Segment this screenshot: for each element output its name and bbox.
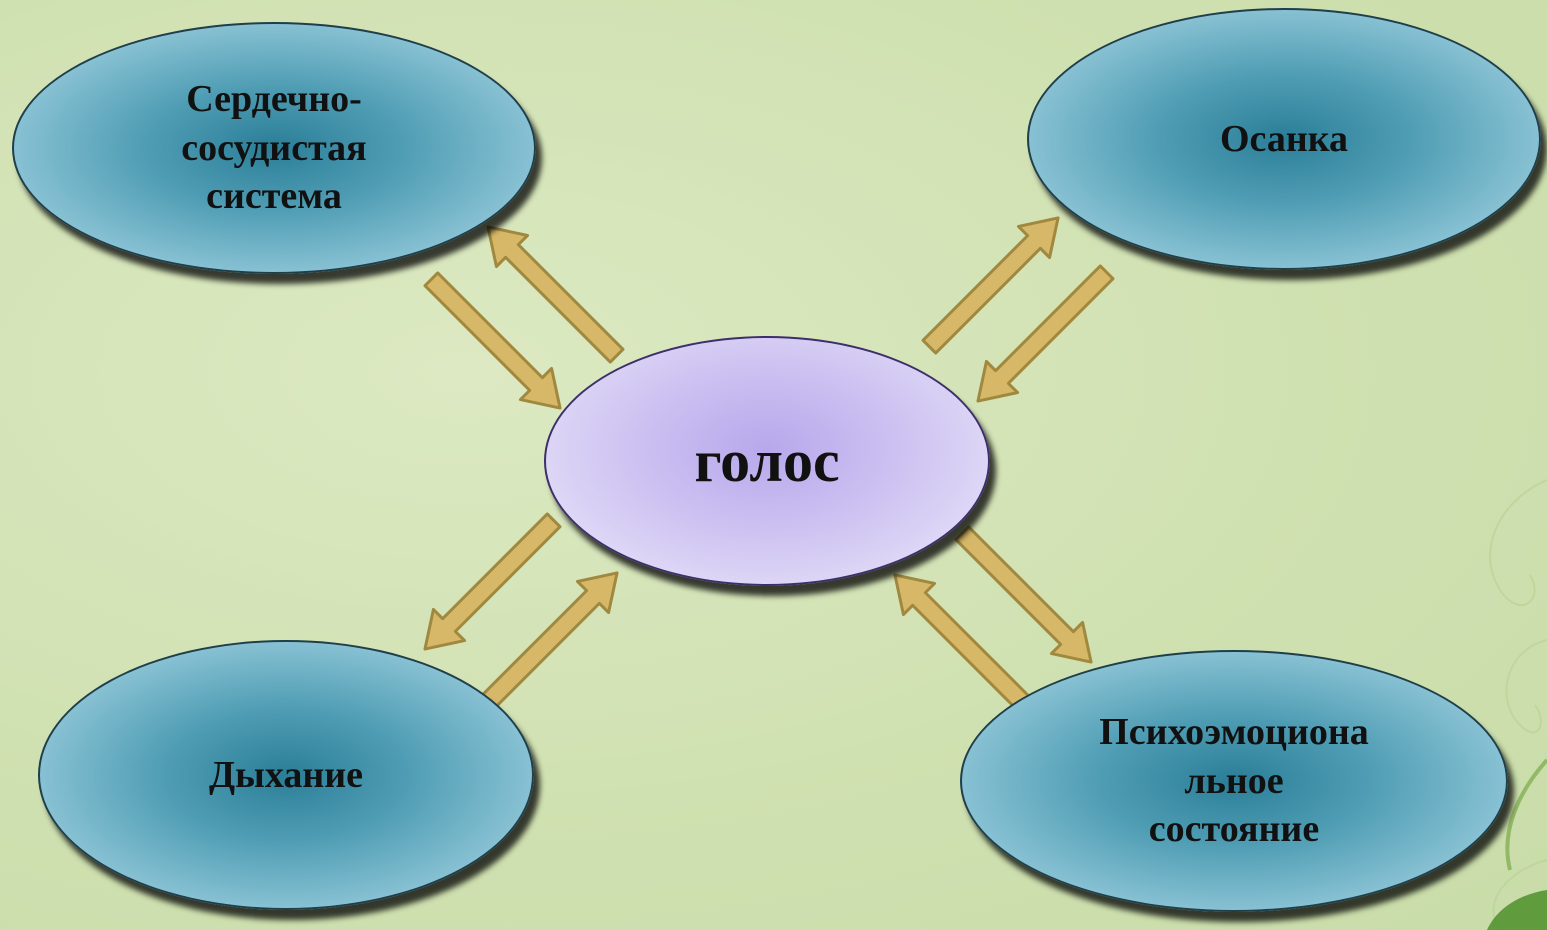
arrow-breathing-to-center [480,571,619,710]
node-posture: Осанка [1027,8,1541,270]
arrow-posture-to-center [976,264,1115,403]
arrow-center-to-posture [921,216,1060,355]
arrow-center-to-psycho [954,525,1093,664]
node-psychoemotional-state: Психоэмоциона льное состояние [960,650,1508,912]
arrow-cardio-to-center [423,271,562,410]
node-breathing: Дыхание [38,640,534,910]
node-breathing-label: Дыхание [209,753,363,796]
node-psychoemotional-state-label: Психоэмоциона льное состояние [1099,711,1369,851]
node-voice-center-label: голос [694,428,840,494]
node-cardiovascular-system: Сердечно- сосудистая система [12,22,536,274]
node-cardiovascular-system-label: Сердечно- сосудистая система [181,78,367,218]
arrow-center-to-cardio [486,225,625,364]
arrow-center-to-breathing [423,512,562,651]
arrow-psycho-to-center [893,573,1032,712]
node-posture-label: Осанка [1219,117,1349,160]
node-voice-center: голос [544,336,990,586]
